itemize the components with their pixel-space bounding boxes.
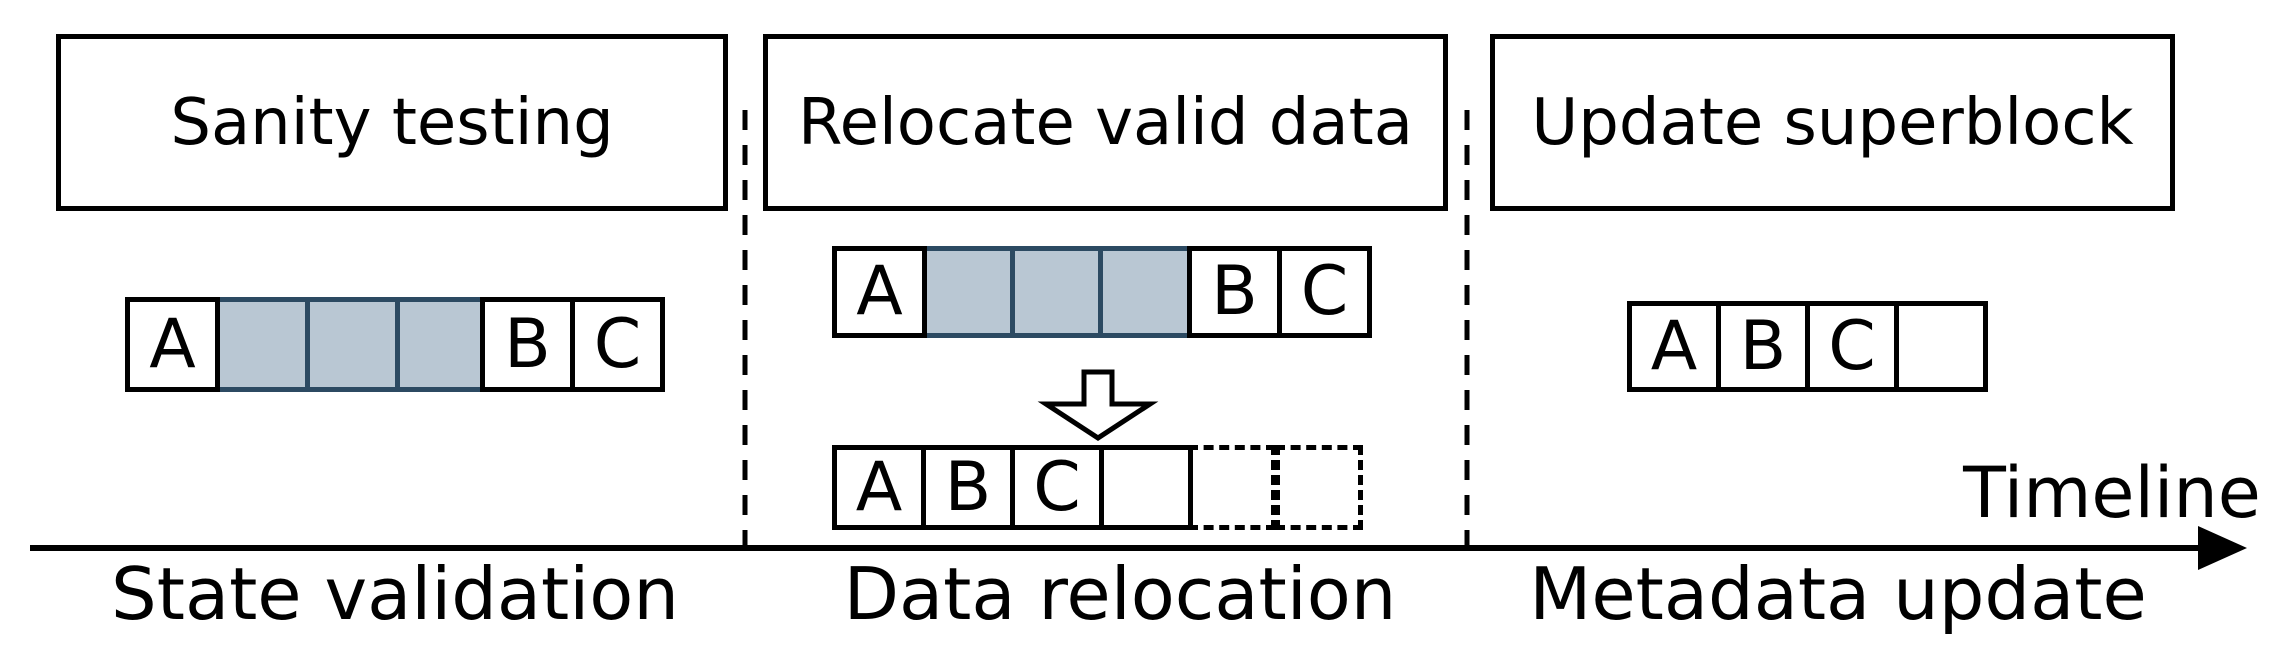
phase-box-sanity-testing-label: Sanity testing [170,85,614,160]
phase-box-sanity-testing: Sanity testing [56,34,728,211]
superblock-cell-c: C [1805,301,1899,392]
relocate-source-cell-a: A [832,246,927,338]
sanity-row-shaded-cells [215,297,485,392]
superblock-cell-empty [1894,301,1988,392]
sanity-cell-a: A [125,297,220,392]
relocate-source-cell-c: C [1277,246,1372,338]
relocate-target-dashed-cell-1 [1188,445,1276,530]
relocate-target-cell-empty [1099,445,1193,530]
relocate-source-shaded-cells [922,246,1192,338]
phase-box-relocate-valid-data: Relocate valid data [763,34,1448,211]
phase-box-update-superblock: Update superblock [1490,34,2175,211]
phase-label-data-relocation: Data relocation [843,552,1397,636]
shaded-cell-divider [1010,251,1015,333]
phase-box-relocate-valid-data-label: Relocate valid data [798,85,1413,160]
superblock-cell-b: B [1716,301,1810,392]
shaded-cell-divider [1098,251,1103,333]
shaded-cell-divider [395,302,400,387]
relocate-target-dashed-cell-2 [1275,445,1363,530]
shaded-cell-divider [305,302,310,387]
relocation-down-arrow-icon [1037,369,1159,441]
phase-label-state-validation: State validation [111,552,679,636]
sanity-cell-c: C [570,297,665,392]
relocate-source-cell-b: B [1187,246,1282,338]
timeline-axis-label: Timeline [1963,452,2261,534]
phase-label-metadata-update: Metadata update [1529,552,2147,636]
superblock-cell-a: A [1627,301,1721,392]
sanity-cell-b: B [480,297,575,392]
phase-box-update-superblock-label: Update superblock [1531,85,2134,160]
relocate-target-cell-a: A [832,445,926,530]
relocate-target-cell-b: B [921,445,1015,530]
timeline-arrowhead-icon [2198,526,2247,570]
relocate-target-cell-c: C [1010,445,1104,530]
